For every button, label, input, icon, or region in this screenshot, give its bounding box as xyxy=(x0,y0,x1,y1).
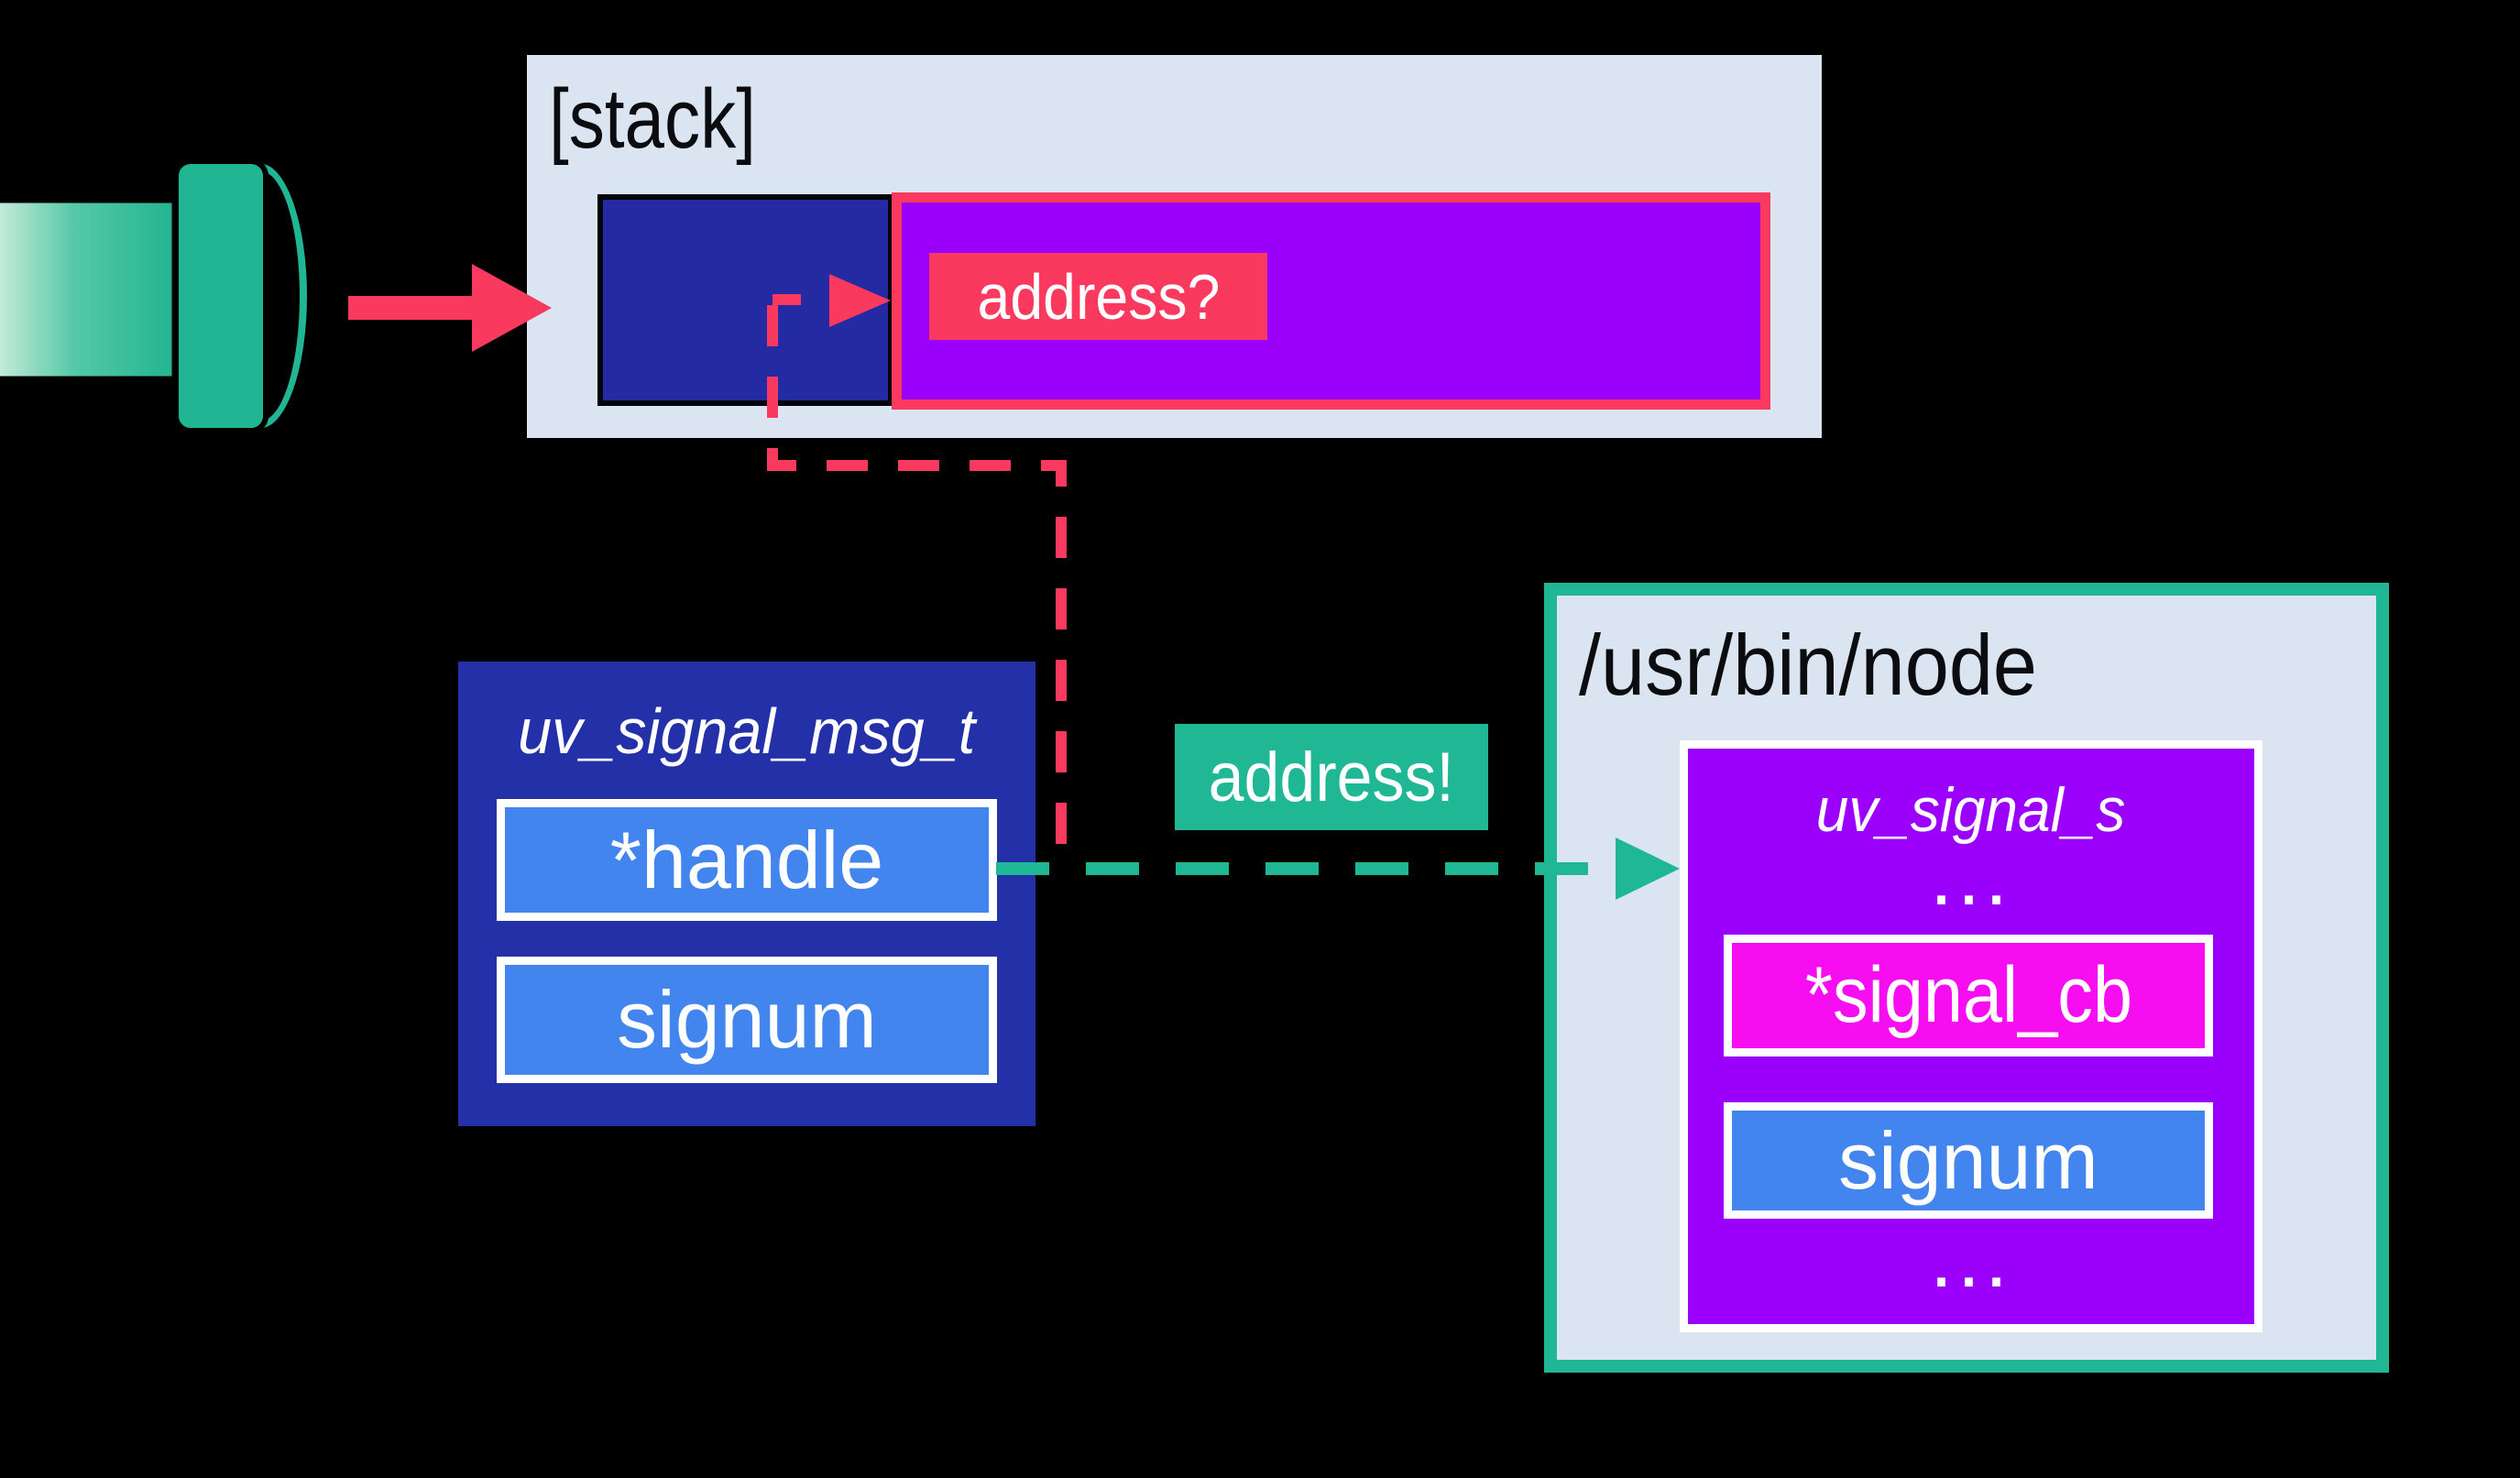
address-answer-label: address! xyxy=(1208,738,1455,816)
pipe-icon xyxy=(0,159,312,433)
struct-ellipsis-bottom: ... xyxy=(1929,1213,2012,1305)
node-process-panel: /usr/bin/node uv_signal_s ... *signal_cb… xyxy=(1544,583,2389,1373)
address-query-badge: address? xyxy=(929,253,1267,340)
field-signal-cb: *signal_cb xyxy=(1724,935,2213,1056)
field-handle: *handle xyxy=(497,799,997,921)
pipe-to-stack-arrow-icon xyxy=(348,264,552,352)
struct-ellipsis-top: ... xyxy=(1929,831,2012,923)
address-answer-badge: address! xyxy=(1175,724,1488,830)
uv-signal-s-box: uv_signal_s ... *signal_cb signum ... xyxy=(1680,740,2263,1332)
stack-frame-rect xyxy=(597,194,893,406)
field-node-signum: signum xyxy=(1724,1102,2213,1219)
address-query-label: address? xyxy=(977,260,1220,333)
uv-signal-s-title: uv_signal_s xyxy=(1816,775,2126,845)
uv-signal-msg-box: uv_signal_msg_t *handle signum xyxy=(458,662,1035,1126)
node-process-title: /usr/bin/node xyxy=(1579,617,2038,713)
stack-title: [stack] xyxy=(549,72,756,166)
field-signum: signum xyxy=(497,957,997,1083)
uv-signal-msg-title: uv_signal_msg_t xyxy=(518,695,976,767)
